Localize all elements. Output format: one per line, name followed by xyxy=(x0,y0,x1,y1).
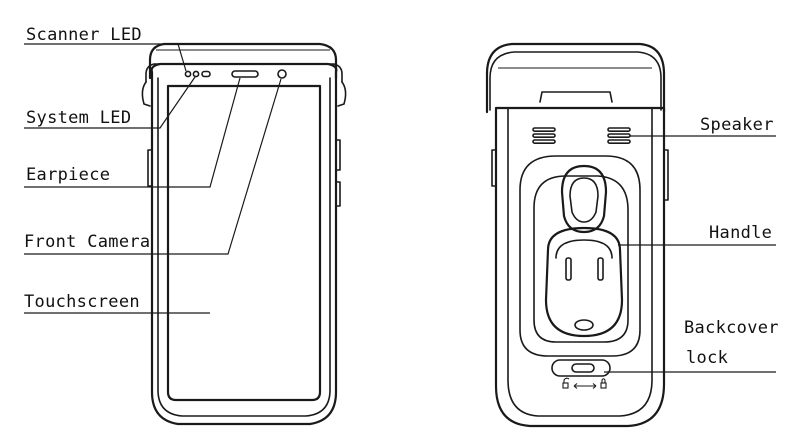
lock-slider xyxy=(571,363,595,373)
earpiece-slot xyxy=(231,70,259,78)
system-led-icon xyxy=(192,70,200,78)
label-touchscreen: Touchscreen xyxy=(24,292,140,312)
label-earpiece: Earpiece xyxy=(26,165,111,185)
label-handle: Handle xyxy=(709,223,773,243)
front-view xyxy=(141,42,347,426)
label-backcover-lock: lock xyxy=(686,348,729,368)
speaker-grille-left xyxy=(532,127,556,145)
back-view xyxy=(485,42,669,428)
speaker-grille-right xyxy=(607,127,631,145)
label-scanner-led: Scanner LED xyxy=(26,25,142,45)
open-padlock-icon xyxy=(562,377,570,389)
label-system-led: System LED xyxy=(26,108,132,128)
label-speaker: Speaker xyxy=(700,115,774,135)
scanner-led-icon xyxy=(184,70,192,78)
front-leader-lines xyxy=(24,43,282,314)
closed-padlock-icon xyxy=(600,378,607,389)
front-camera-icon xyxy=(277,69,287,79)
label-front-camera: Front Camera xyxy=(24,232,151,252)
label-backcover: Backcover xyxy=(684,318,779,338)
double-arrow-icon xyxy=(573,383,597,389)
back-leader-lines xyxy=(604,135,776,373)
